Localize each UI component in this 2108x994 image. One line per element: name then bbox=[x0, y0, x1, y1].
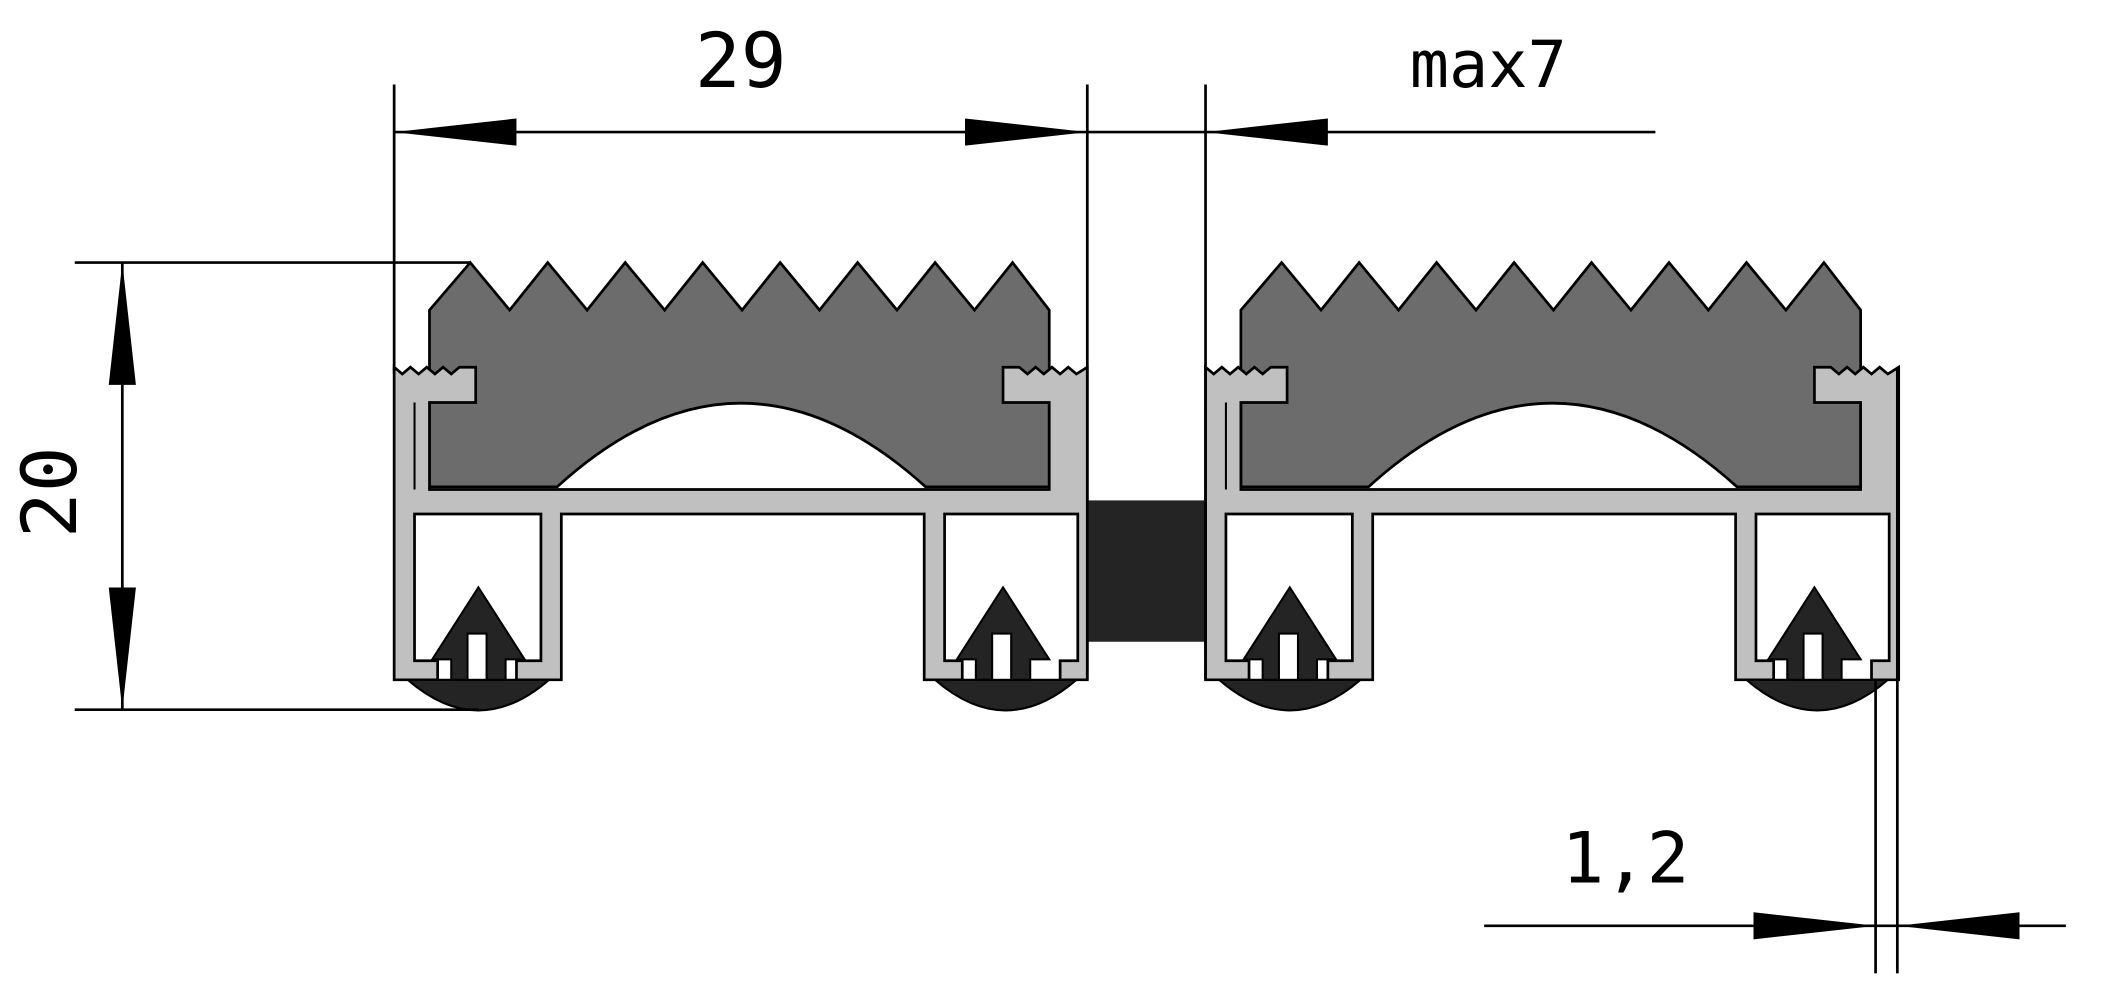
mat-segment-right bbox=[1204, 261, 1901, 712]
segment-connector bbox=[1087, 500, 1206, 642]
mat-segment-left bbox=[392, 261, 1089, 712]
dimension-label-wall: 1,2 bbox=[1562, 816, 1690, 899]
dimension-label-height: 20 bbox=[5, 446, 94, 538]
dimension-label-width: 29 bbox=[695, 16, 787, 105]
dimension-label-gap: max7 bbox=[1410, 27, 1567, 103]
